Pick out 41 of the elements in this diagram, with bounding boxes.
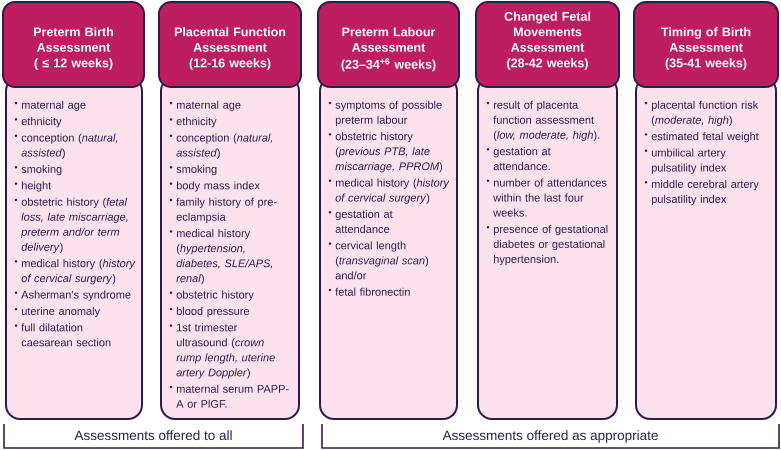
list-item: 1st trimester ultrasound (crown rump length, uterine artery Doppler) — [176, 323, 275, 379]
list-item: height — [22, 181, 52, 192]
list-item: smoking — [22, 164, 62, 176]
list-item: conception (natural, assisted) — [176, 134, 272, 159]
list-item: obstetric history (previous PTB, late miscarriage, PPROM) — [335, 132, 442, 172]
list-item: conception (natural, assisted) — [21, 134, 118, 159]
week-range: ( ≤ 12 weeks) — [34, 58, 112, 70]
list-item: fetal fibronectin — [335, 288, 410, 296]
group-label: Assessments offered as appropriate — [442, 430, 658, 443]
list-item: obstetric history — [176, 290, 254, 301]
card-title: Changed Fetal Movements Assessment — [504, 12, 590, 52]
list-item: maternal age — [176, 100, 241, 111]
list-item: presence of gestational diabetes or gestational hypertension. — [494, 224, 608, 266]
list-item: maternal serum PAPP-A or PlGF. — [176, 384, 289, 408]
list-item: body mass index — [176, 181, 260, 192]
week-range: (28-42 weeks) — [507, 58, 588, 70]
week-range: (12-16 weeks) — [190, 58, 270, 70]
list-item: ethnicity — [22, 117, 62, 128]
list-item: maternal age — [22, 100, 86, 111]
list-item: ethnicity — [176, 117, 217, 128]
card-title: Timing of Birth Assessment — [661, 27, 750, 52]
list-item: full dilatation caesarean section — [21, 323, 110, 346]
week-range: (23–34$^{+6}$ weeks) — [342, 58, 436, 72]
list-item: smoking — [176, 164, 216, 176]
list-item: estimated fetal weight — [652, 132, 759, 142]
card-title: Placental Function Assessment — [174, 27, 286, 52]
list-item: middle cerebral artery pulsatility index — [652, 180, 759, 206]
card-title: Preterm Birth Assessment — [34, 27, 113, 52]
list-item: medical history (history of cervical surgery) — [22, 259, 136, 284]
list-item: Asherman’s syndrome — [21, 290, 131, 301]
list-item: gestation at attendance. — [494, 147, 551, 170]
list-item: uterine anomaly — [22, 306, 100, 318]
list-item: number of attendances within the last four weeks. — [493, 178, 607, 217]
list-item: placental function risk (moderate, high) — [652, 100, 758, 126]
list-item: medical history (hypertension, diabetes, SLE/APS, renal) — [176, 229, 272, 284]
week-range: (35-41 weeks) — [666, 58, 746, 70]
list-item: medical history (history of cervical surgery) — [336, 178, 450, 204]
list-item: obstetric history (fetal loss, late miscarriage, preterm and/or term delivery) — [20, 198, 128, 253]
list-item: blood pressure — [176, 306, 250, 318]
group-label: Assessments offered to all — [74, 430, 232, 440]
list-item: result of placenta function assessment (low, moderate, high). — [493, 100, 600, 141]
